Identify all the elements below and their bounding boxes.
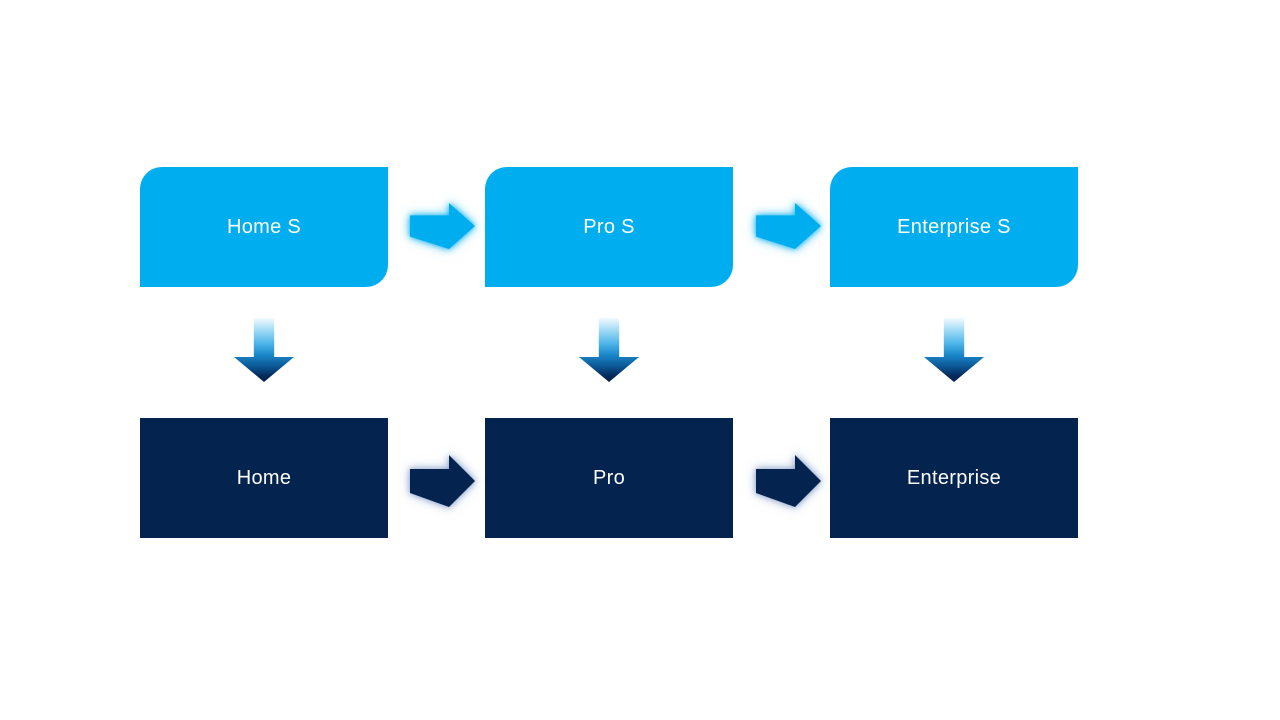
node-enterprise-s-label: Enterprise S	[897, 215, 1011, 238]
arrow-pro-s-to-enterprise-s	[756, 203, 821, 249]
node-home-label: Home	[236, 466, 292, 489]
right-arrow-icon	[756, 203, 821, 249]
node-pro-s: Pro S	[485, 167, 733, 287]
node-home: Home	[140, 418, 388, 538]
node-pro-s-label: Pro S	[583, 215, 635, 238]
arrow-pro-s-to-pro down-arrow-icon	[579, 318, 639, 382]
node-enterprise: Enterprise	[830, 418, 1078, 538]
arrow-home-s-to-pro-s	[410, 203, 475, 249]
right-arrow-icon	[410, 203, 475, 249]
node-pro-label: Pro	[592, 466, 626, 489]
node-enterprise-label: Enterprise	[906, 466, 1002, 489]
right-arrow-icon	[410, 455, 475, 507]
node-home-s-label: Home S	[226, 215, 302, 238]
arrow-pro-to-enterprise	[756, 455, 821, 507]
arrow-home-s-to-home down-arrow-icon	[234, 318, 294, 382]
node-enterprise-s: Enterprise S	[830, 167, 1078, 287]
right-arrow-icon	[756, 455, 821, 507]
node-pro: Pro	[485, 418, 733, 538]
arrow-enterprise-s-to-enterprise down-arrow-icon	[924, 318, 984, 382]
arrow-home-to-pro	[410, 455, 475, 507]
node-home-s: Home S	[140, 167, 388, 287]
